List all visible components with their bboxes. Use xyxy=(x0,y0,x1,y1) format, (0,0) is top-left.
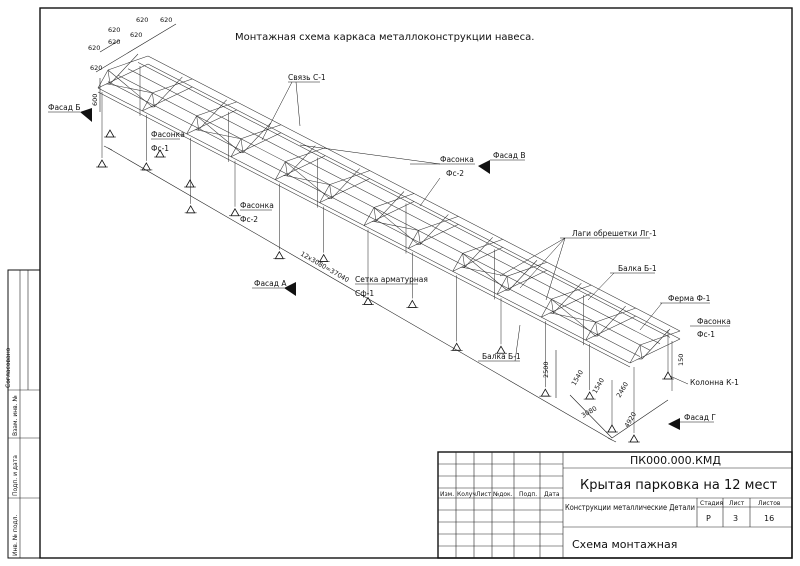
fs1-a-label: Фс-1 xyxy=(151,144,169,153)
column-support xyxy=(185,205,196,214)
fs2-c-label: Фс-2 xyxy=(240,215,258,224)
column-support xyxy=(629,434,639,443)
kolonna-label: Колонна К-1 xyxy=(690,378,739,387)
column-support xyxy=(663,371,673,380)
dim-2500: 2500 xyxy=(542,361,550,378)
dim-150: 150 xyxy=(677,354,685,366)
ferma-label: Ферма Ф-1 xyxy=(668,294,711,303)
lagi-label: Лаги обрешетки Лг-1 xyxy=(572,229,657,238)
facade-b-label: Фасад Б xyxy=(48,103,81,112)
length-dim-text: 12x3080=37040 xyxy=(299,250,350,284)
tb-head-podp: Подп. xyxy=(519,491,537,498)
svyaz-label: Связь С-1 xyxy=(288,73,326,82)
tb-head-ndok: №док. xyxy=(493,491,513,498)
column-support xyxy=(97,159,107,168)
tb-stage-label: Стадия xyxy=(700,500,723,507)
balka-top-label: Балка Б-1 xyxy=(618,264,657,273)
dim-620-2: 620 xyxy=(88,44,100,52)
column-support xyxy=(540,388,551,397)
fasonka-b-label: Фасонка xyxy=(440,155,474,164)
facade-v-label: Фасад В xyxy=(493,151,526,160)
fasonka-d-label: Фасонка xyxy=(697,317,731,326)
tb-stage: Р xyxy=(706,514,711,523)
fs2-b-label: Фс-2 xyxy=(446,169,464,178)
tb-sheet-name: Схема монтажная xyxy=(572,538,677,551)
podp-data-label: Подп. и дата xyxy=(12,455,19,496)
dim-2460: 2460 xyxy=(615,381,630,399)
title-block: Изм. Колуч Лист №док. Подп. Дата ПК000.0… xyxy=(437,451,793,559)
tb-code: ПК000.000.КМД xyxy=(630,454,721,467)
column-support xyxy=(607,424,617,433)
column-support xyxy=(230,207,240,217)
fs1-d-label: Фс-1 xyxy=(697,330,715,339)
dim-620-5: 620 xyxy=(130,31,142,39)
dim-620-3: 620 xyxy=(108,38,120,46)
dim-600: 600 xyxy=(91,94,99,106)
balka-bot-label: Балка Б-1 xyxy=(482,352,521,361)
tb-sheet: 3 xyxy=(733,514,738,523)
dim-3080: 3080 xyxy=(580,405,598,420)
drawing-title: Монтажная схема каркаса металлоконструкц… xyxy=(235,32,534,43)
column-support xyxy=(584,391,595,400)
dim-620-7: 620 xyxy=(160,16,172,24)
column-support xyxy=(185,179,195,188)
column-support xyxy=(274,250,285,260)
top-dimensions: 620 620 620 620 620 620 620 600 xyxy=(88,16,177,112)
tb-head-izm: Изм. xyxy=(440,491,454,498)
facade-v-arrow xyxy=(478,160,490,174)
inv-podl-label: Инв. № подл. xyxy=(12,515,19,556)
fasonka-a-label: Фасонка xyxy=(151,130,185,139)
vzam-label: Взам. инв. № xyxy=(12,395,19,436)
dim-620-1: 620 xyxy=(90,64,102,72)
canopy-frame-structure xyxy=(96,53,681,443)
end-dimensions: 2500 1540 1540 2460 150 3080 4920 xyxy=(542,350,685,439)
facade-markers: Фасад Б Фасад В Фасад А Фасад Г xyxy=(48,103,716,430)
column-support xyxy=(451,342,462,351)
tb-sheet-label: Лист xyxy=(729,500,745,507)
column-support xyxy=(407,299,418,308)
sf-label: Сф-1 xyxy=(355,289,374,298)
dim-1540-b: 1540 xyxy=(591,377,606,395)
facade-b-arrow xyxy=(80,108,92,122)
facade-g-arrow xyxy=(668,418,680,430)
facade-a-arrow xyxy=(284,282,296,296)
dim-620-6: 620 xyxy=(136,16,148,24)
tb-head-data: Дата xyxy=(544,491,560,498)
tb-head-list: Лист xyxy=(476,491,492,498)
facade-g-label: Фасад Г xyxy=(684,413,716,422)
callouts: Связь С-1 Фасонка Фс-1 Фасонка Фс-2 Фасо… xyxy=(151,73,739,387)
tb-section: Конструкции металлические Детали xyxy=(565,503,695,512)
facade-a-label: Фасад А xyxy=(254,279,287,288)
dim-620-4: 620 xyxy=(108,26,120,34)
column-support xyxy=(105,129,115,138)
tb-sheets: 16 xyxy=(764,514,774,523)
tb-head-koluch: Колуч xyxy=(457,491,476,498)
soglasovano-label: Согласовано xyxy=(5,347,12,388)
dim-4920: 4920 xyxy=(623,411,638,429)
setka-label: Сетка арматурная xyxy=(355,275,428,284)
tb-project: Крытая парковка на 12 мест xyxy=(580,478,778,493)
fasonka-c-label: Фасонка xyxy=(240,201,274,210)
side-stamp: Согласовано Взам. инв. № Подп. и дата Ин… xyxy=(5,269,41,559)
dim-1540-a: 1540 xyxy=(570,369,585,387)
tb-sheets-label: Листов xyxy=(758,500,781,507)
